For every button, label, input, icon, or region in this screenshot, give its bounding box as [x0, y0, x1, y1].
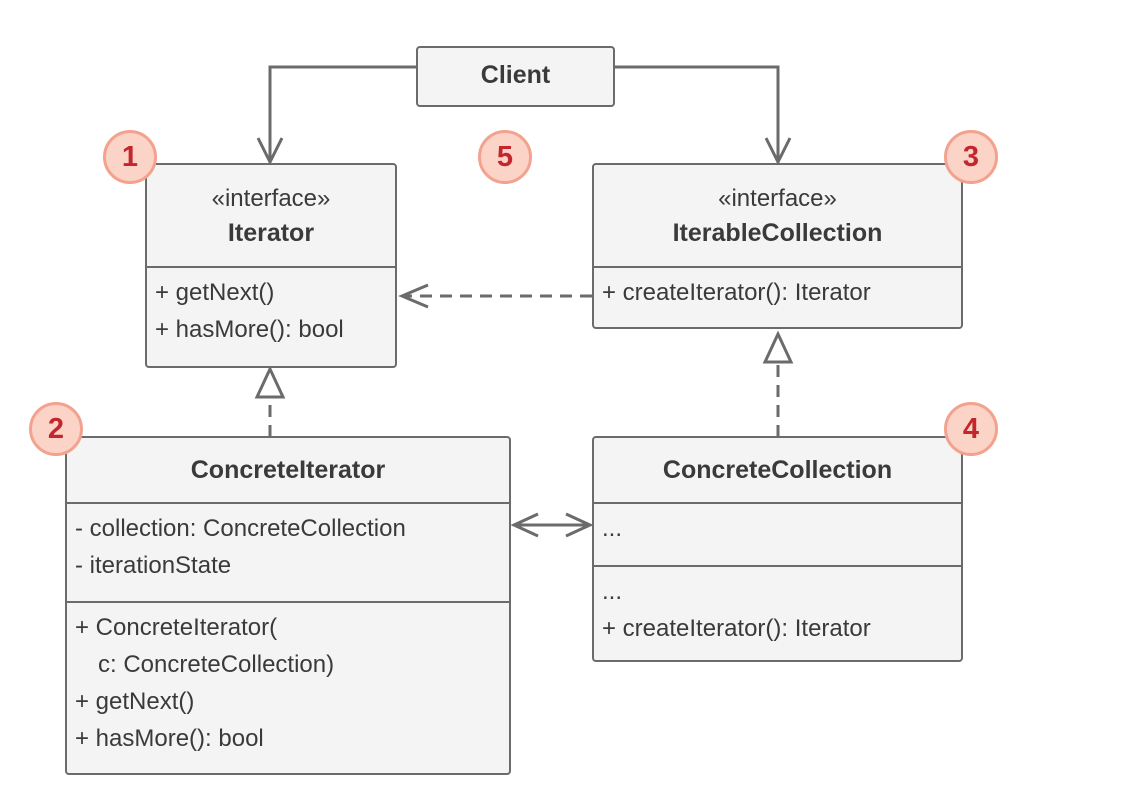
client-to-collection-line	[612, 65, 780, 162]
collection-realization-triangle	[762, 330, 794, 364]
concrete-iterator-field-iterationstate: - iterationState	[75, 552, 232, 579]
client-box: Client	[416, 46, 615, 107]
dependency-arrowhead	[398, 283, 429, 309]
client-to-iterator-arrowhead	[256, 137, 284, 166]
badge-4: 4	[944, 402, 998, 456]
concrete-collection-method-ellipsis: ...	[602, 578, 623, 605]
concrete-iterator-name: ConcreteIterator	[190, 456, 386, 484]
association-arrowhead-left	[510, 512, 539, 538]
concrete-collection-fields: ...	[594, 502, 961, 565]
client-to-collection-arrowhead	[764, 137, 792, 166]
concrete-iterator-method-constructor: + ConcreteIterator(	[75, 614, 278, 641]
iterable-collection-header: «interface» IterableCollection	[594, 165, 961, 266]
concrete-collection-header: ConcreteCollection	[594, 438, 961, 502]
concrete-iterator-method-getnext: + getNext()	[75, 688, 195, 715]
concrete-collection-name: ConcreteCollection	[662, 456, 893, 484]
iterable-collection-stereotype: «interface»	[718, 184, 837, 212]
concrete-iterator-method-hasmore: + hasMore(): bool	[75, 725, 264, 752]
client-name: Client	[480, 61, 551, 89]
iterator-header: «interface» Iterator	[147, 165, 395, 266]
badge-5: 5	[478, 130, 532, 184]
badge-1: 1	[103, 130, 157, 184]
iterator-name: Iterator	[227, 218, 315, 247]
iterator-method-hasmore: + hasMore(): bool	[155, 316, 344, 343]
badge-2: 2	[29, 402, 83, 456]
concrete-iterator-field-collection: - collection: ConcreteCollection	[75, 515, 406, 542]
concrete-collection-box: ConcreteCollection ... ... + createItera…	[592, 436, 963, 662]
concrete-iterator-method-constructor-param: c: ConcreteCollection)	[98, 651, 335, 678]
concrete-collection-method-createiterator: + createIterator(): Iterator	[602, 615, 871, 642]
badge-3: 3	[944, 130, 998, 184]
concrete-iterator-header: ConcreteIterator	[67, 438, 509, 502]
concrete-iterator-methods: + ConcreteIterator( c: ConcreteCollectio…	[67, 601, 509, 773]
concrete-iterator-fields: - collection: ConcreteCollection - itera…	[67, 502, 509, 601]
iterable-collection-methods: + createIterator(): Iterator	[594, 266, 961, 327]
association-arrowhead-right	[565, 512, 594, 538]
concrete-iterator-box: ConcreteIterator - collection: ConcreteC…	[65, 436, 511, 775]
iterable-collection-name: IterableCollection	[672, 218, 883, 247]
iterator-methods: + getNext() + hasMore(): bool	[147, 266, 395, 366]
iterator-method-getnext: + getNext()	[155, 279, 275, 306]
iterable-collection-method-createiterator: + createIterator(): Iterator	[602, 279, 871, 306]
client-to-iterator-line	[268, 65, 418, 162]
iterator-stereotype: «interface»	[211, 184, 331, 212]
iterable-collection-interface-box: «interface» IterableCollection + createI…	[592, 163, 963, 329]
iterator-interface-box: «interface» Iterator + getNext() + hasMo…	[145, 163, 397, 368]
concrete-collection-methods: ... + createIterator(): Iterator	[594, 565, 961, 660]
concrete-collection-field-ellipsis: ...	[602, 515, 623, 542]
iterator-realization-triangle	[254, 365, 286, 399]
